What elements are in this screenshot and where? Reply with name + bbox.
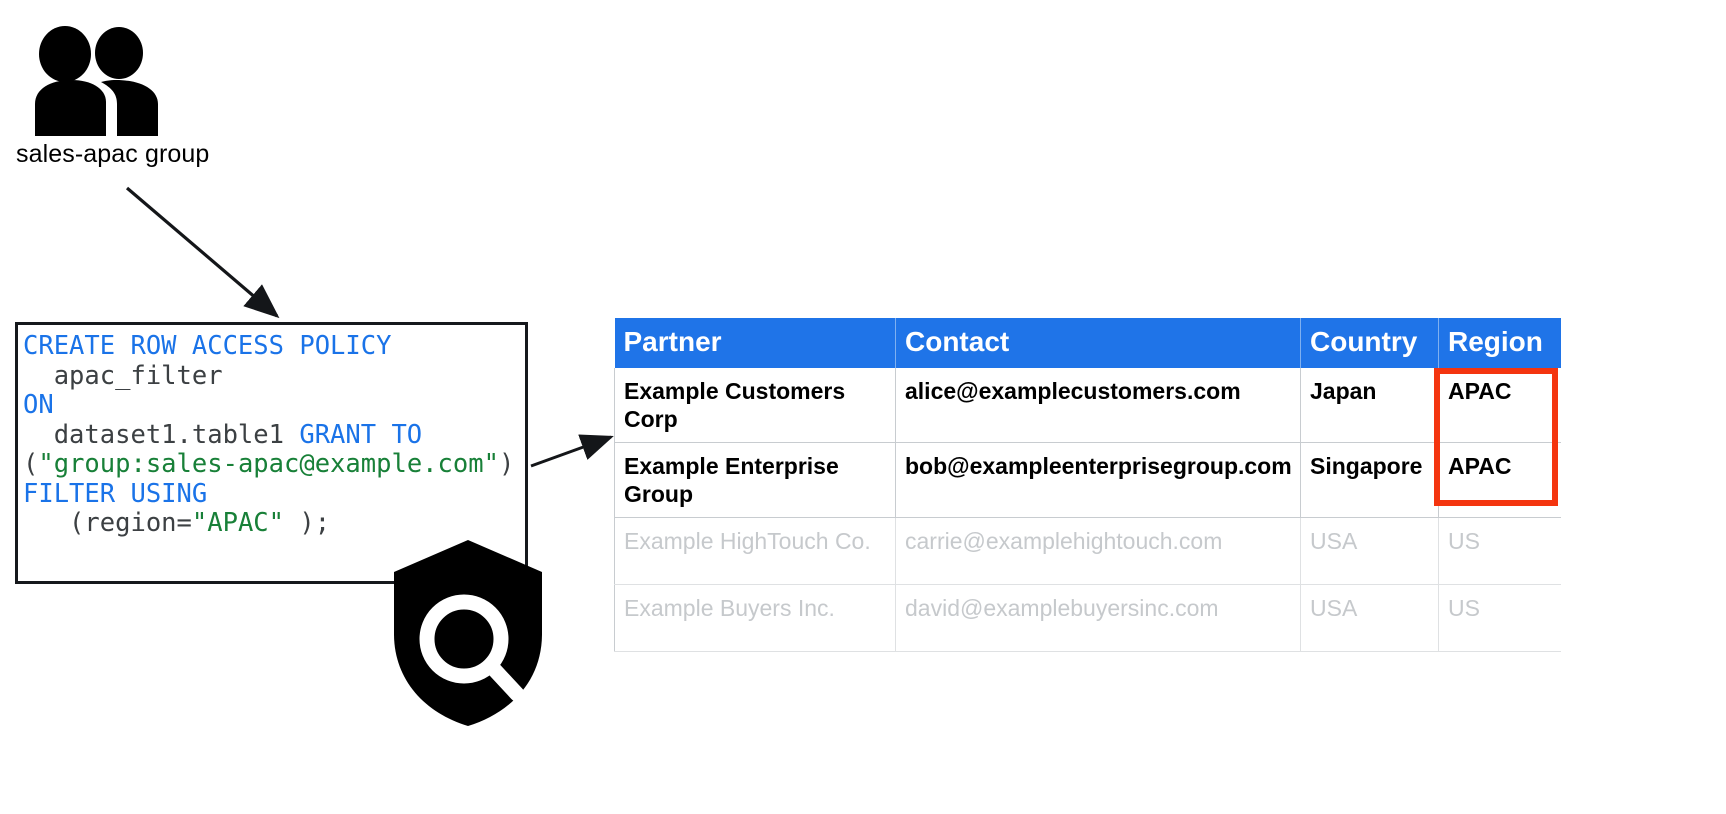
shield-search-icon — [390, 538, 546, 728]
people-group-icon — [18, 26, 190, 137]
cell-country: Singapore — [1300, 442, 1439, 518]
cell-country: Japan — [1300, 368, 1439, 443]
code-token-open-paren: ( — [23, 449, 39, 479]
code-token-apac-string: "APAC" — [191, 508, 285, 538]
column-header-country[interactable]: Country — [1300, 318, 1439, 368]
row-access-policy-code-box: CREATE ROW ACCESS POLICY apac_filter ON … — [15, 322, 528, 584]
table-row[interactable]: Example Customers Corp alice@examplecust… — [614, 368, 1561, 443]
cell-country: USA — [1300, 584, 1439, 652]
cell-partner: Example Buyers Inc. — [614, 584, 896, 652]
column-header-region[interactable]: Region — [1438, 318, 1561, 368]
table-row[interactable]: Example HighTouch Co. carrie@examplehigh… — [614, 517, 1561, 585]
group-caption: sales-apac group — [16, 140, 210, 168]
code-token-grant-to: GRANT TO — [299, 419, 423, 450]
code-token-create-row-access-policy: CREATE ROW ACCESS POLICY — [23, 331, 392, 361]
cell-region: APAC — [1438, 442, 1561, 518]
group-to-policy-arrow — [125, 186, 280, 319]
table-row[interactable]: Example Enterprise Group bob@exampleente… — [614, 442, 1561, 518]
code-token-policy-name: apac_filter — [23, 360, 223, 391]
table-header-row: Partner Contact Country Region — [614, 318, 1561, 368]
code-token-on: ON — [23, 390, 54, 420]
cell-partner: Example Enterprise Group — [614, 442, 896, 518]
table-row[interactable]: Example Buyers Inc. david@examplebuyersi… — [614, 584, 1561, 652]
cell-contact: alice@examplecustomers.com — [895, 368, 1301, 443]
column-header-partner[interactable]: Partner — [614, 318, 896, 368]
cell-contact: bob@exampleenterprisegroup.com — [895, 442, 1301, 518]
row-access-policy-code: CREATE ROW ACCESS POLICY apac_filter ON … — [23, 331, 515, 539]
code-token-statement-end: ); — [284, 508, 331, 538]
column-header-contact[interactable]: Contact — [895, 318, 1301, 368]
cell-country: USA — [1300, 517, 1439, 585]
cell-region: US — [1438, 584, 1561, 652]
cell-region: US — [1438, 517, 1561, 585]
cell-region: APAC — [1438, 368, 1561, 443]
cell-partner: Example HighTouch Co. — [614, 517, 896, 585]
cell-contact: david@examplebuyersinc.com — [895, 584, 1301, 652]
partner-table: Partner Contact Country Region Example C… — [614, 318, 1561, 652]
cell-partner: Example Customers Corp — [614, 368, 896, 443]
code-token-filter-using: FILTER USING — [23, 478, 208, 509]
code-token-target-table: dataset1.table1 — [23, 419, 300, 450]
policy-to-table-arrow — [530, 434, 614, 468]
cell-contact: carrie@examplehightouch.com — [895, 517, 1301, 585]
code-token-grantee-string: "group:sales-apac@example.com" — [38, 449, 499, 479]
code-token-region-predicate: (region= — [23, 508, 192, 538]
code-token-close-paren: ) — [498, 449, 515, 479]
